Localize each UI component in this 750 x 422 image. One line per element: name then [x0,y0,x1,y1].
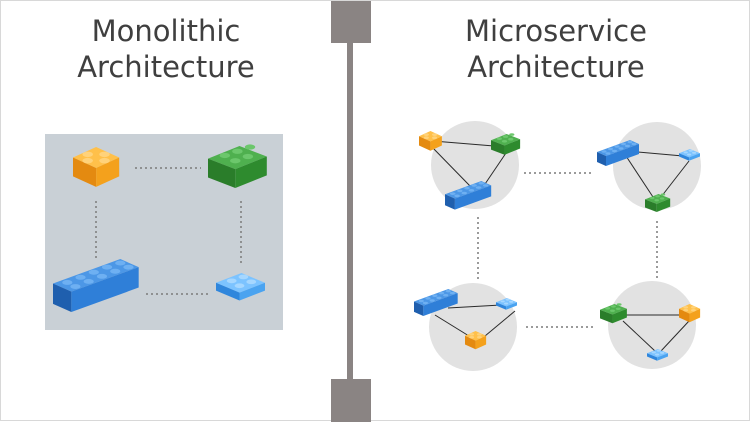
monolithic-title-line1: Monolithic [91,14,241,48]
service-connectors [477,172,658,328]
divider [331,1,371,422]
service-top-left [419,121,521,210]
microservice-title: Microservice Architecture [431,13,681,85]
service-top-right [597,122,701,212]
service-bottom-right [600,281,701,369]
monolithic-title-line2: Architecture [77,50,255,84]
monolith-container [45,134,283,330]
monolithic-title: Monolithic Architecture [41,13,291,85]
microservice-title-line2: Architecture [467,50,645,84]
microservice-title-line1: Microservice [465,14,647,48]
service-bottom-left [414,283,517,371]
